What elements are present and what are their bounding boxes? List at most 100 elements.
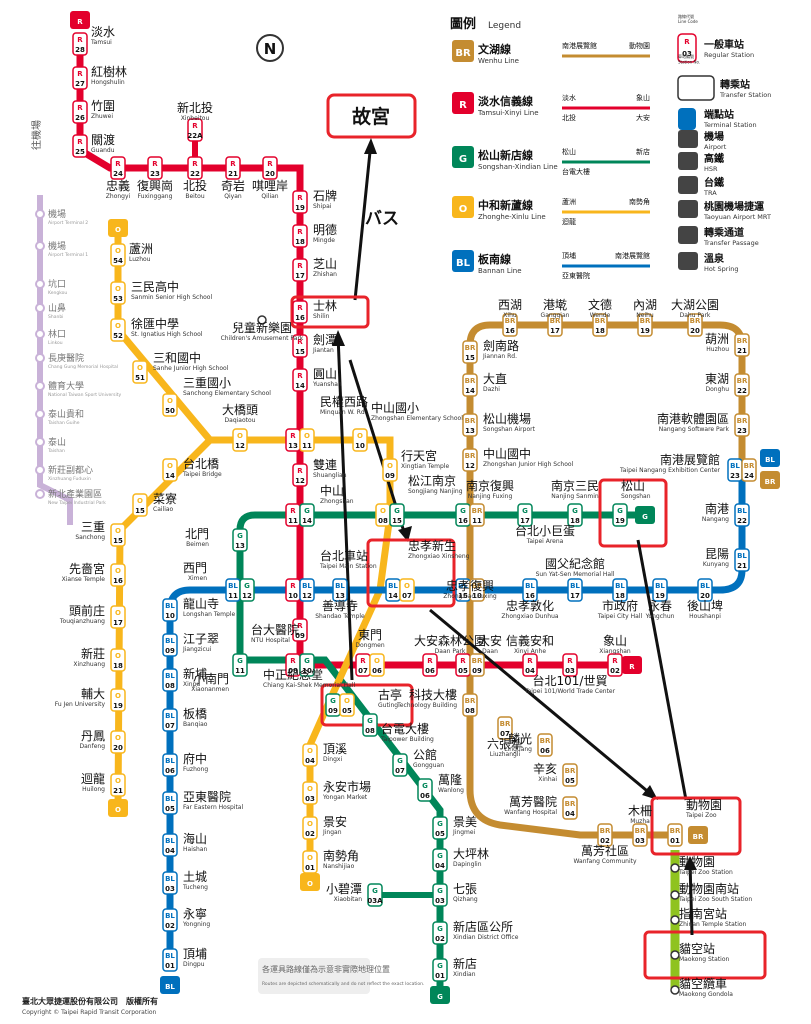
station-zoo[interactable]: BR01動物園Taipei Zoo — [667, 798, 722, 847]
station-qiyan[interactable]: R21奇岩Qiyan — [221, 156, 245, 200]
station-ckskmh[interactable]: R08G10中正紀念堂Chiang Kai-Shek Memorial Hall — [263, 653, 356, 689]
station-shipai[interactable]: R19石牌Shipai — [292, 189, 337, 214]
station-taipower[interactable]: G08台電大樓Taipower Building — [362, 713, 434, 743]
station-sanchong_es[interactable]: O50三重國小Sanchong Elementary School — [162, 376, 271, 417]
station-gangqian[interactable]: BR17港墘Gangqian — [541, 298, 570, 337]
airport-station[interactable]: 新北產業園區New Taipei Industrial Park — [35, 488, 106, 506]
station-songshanairport[interactable]: BR13松山機場Songshan Airport — [462, 411, 536, 437]
station-nangangex[interactable]: BL23BR24南港展覽館Taipei Nangang Exhibition C… — [619, 452, 757, 482]
station-guting[interactable]: G09O05古亭Guting — [325, 687, 402, 717]
station-longshan[interactable]: BL10龍山寺Longshan Temple — [162, 596, 235, 622]
station-touqian[interactable]: O17頭前庄Touqianzhuang — [59, 603, 126, 629]
station-liuzhangli[interactable]: BR07六張犁Liuzhangli — [487, 716, 523, 758]
station-qilian[interactable]: R20唭哩岸Qilian — [252, 156, 288, 200]
station-xinhai[interactable]: BR05辛亥Xinhai — [533, 762, 578, 787]
station-fujen[interactable]: O19輔大Fu Jen University — [55, 687, 126, 712]
station-danfeng[interactable]: O20丹鳳Danfeng — [79, 729, 126, 754]
airport-station[interactable]: 山鼻Shanbi — [35, 302, 66, 320]
station-dazhi[interactable]: BR14大直Dazhi — [462, 372, 507, 397]
station-sanchong[interactable]: O15三重Sanchong — [75, 520, 126, 547]
station-xinyianhe[interactable]: R04信義安和Xinyi Anhe — [506, 633, 554, 677]
station-wende[interactable]: BR18文德Wende — [588, 297, 612, 337]
station-beimen[interactable]: G13北門Beimen — [185, 527, 248, 552]
station-xuhui[interactable]: O52徐匯中學St. Ignatius High School — [110, 316, 203, 342]
station-guandu[interactable]: R25關渡Guandu — [72, 132, 115, 158]
station-xiaonanmen[interactable]: G11小南門Xiaonanmen — [191, 653, 248, 693]
station-maokonggondola[interactable]: 貓空纜車Maokong Gondola — [670, 977, 733, 998]
station-nanshijiao[interactable]: O01南勢角Nanshijiao — [302, 848, 359, 874]
station-xihu[interactable]: BR16西湖Xihu — [498, 297, 522, 337]
station-fareastern[interactable]: BL05亞東醫院Far Eastern Hospital — [162, 790, 243, 815]
station-jiangzicui[interactable]: BL09江子翠Jiangzicui — [162, 632, 219, 657]
station-zhishan[interactable]: R17芝山Zhishan — [292, 256, 337, 282]
station-maokong[interactable]: 貓空站Maokong Station — [670, 942, 730, 963]
station-sunyatsen[interactable]: BL17國父紀念館Sun Yat-Sen Memorial Hall — [536, 556, 615, 602]
station-banqiao[interactable]: BL07板橋Banqiao — [162, 707, 208, 732]
station-shilin[interactable]: R16士林Shilin — [292, 299, 337, 324]
airport-station[interactable]: 泰山Taishan — [35, 436, 66, 454]
station-zhongshan_jhs[interactable]: BR12中山國中Zhongshan Junior High School — [462, 446, 574, 472]
station-sanhe[interactable]: O51三和國中Sanhe Junior High School — [132, 350, 229, 384]
station-daanpark[interactable]: R06大安森林公園Daan Park — [414, 633, 486, 677]
station-technology[interactable]: BR08科技大樓Technology Building — [396, 687, 478, 717]
station-zhongxiaodunhua[interactable]: BL16忠孝敦化Zhongxiao Dunhua — [501, 578, 559, 620]
station-xinpu[interactable]: BL08新埔Xinpu — [162, 666, 207, 692]
station-shandao[interactable]: BL13善導寺Shandao Temple — [315, 578, 365, 620]
station-xingtian[interactable]: O09行天宮Xingtian Temple — [382, 448, 449, 482]
station-zhongyi[interactable]: R24忠義Zhongyi — [106, 156, 131, 200]
airport-station[interactable]: 坑口Kengkou — [35, 278, 67, 296]
station-wanfangcomm[interactable]: BR02萬芳社區Wanfang Community — [573, 823, 637, 865]
station-childrenpark[interactable]: 兒童新樂園Children's Amusement Park — [221, 315, 304, 342]
station-luzhou[interactable]: O54蘆洲Luzhou — [110, 242, 153, 267]
station-muzha[interactable]: BR03木柵Muzha — [628, 804, 652, 847]
station-daqiaotou[interactable]: O12大橋頭Daqiaotou — [222, 403, 258, 452]
station-zhuwei[interactable]: R26竹圍Zhuwei — [72, 99, 115, 124]
station-zhongxiaofuxing[interactable]: BL15BR10忠孝復興Zhongxiao Fuxing — [443, 578, 497, 602]
station-xindian[interactable]: G01新店Xindian — [432, 956, 477, 982]
station-nanjingsanmin[interactable]: G18南京三民Nanjing Sanmin — [551, 478, 599, 527]
station-dingxi[interactable]: O04頂溪Dingxi — [302, 742, 347, 767]
station-taipeibridge[interactable]: O14台北橋Taipei Bridge — [162, 456, 222, 482]
station-songjiang[interactable]: O08G15松江南京Songjiang Nanjing — [375, 473, 463, 527]
station-linguang[interactable]: BR06麟光Linguang — [504, 731, 553, 757]
station-haishan[interactable]: BL04海山Haishan — [162, 831, 207, 857]
station-yongchun[interactable]: BL19永春Yongchun — [645, 578, 675, 620]
station-zhongxiao[interactable]: BL14O07忠孝新生Zhongxiao Xinsheng — [385, 538, 470, 602]
station-xiangshan[interactable]: R02象山Xiangshan — [599, 634, 631, 677]
station-mingde[interactable]: R18明德Mingde — [292, 222, 337, 248]
station-yongning[interactable]: BL02永寧Yongning — [162, 906, 210, 932]
airport-station[interactable]: 機場Airport Terminal 1 — [35, 240, 88, 258]
airport-station[interactable]: 體育大學National Taiwan Sport University — [35, 380, 121, 398]
station-zhongshan[interactable]: R11G14中山Zhongshan — [285, 483, 354, 527]
station-xinzhuang[interactable]: O18新莊Xinzhuang — [73, 646, 126, 672]
station-gongguan[interactable]: G07公館Gongguan — [392, 747, 444, 777]
station-jingan[interactable]: O02景安Jingan — [302, 814, 347, 840]
station-xindianoffice[interactable]: G02新店區公所Xindian District Office — [432, 919, 519, 945]
station-ximen[interactable]: BL11G12西門Ximen — [183, 561, 255, 602]
station-gondola3[interactable]: 指南宮站Zhinan Temple Station — [670, 906, 747, 928]
airport-station[interactable]: 新莊副都心Xinzhuang Fuduxin — [35, 464, 93, 482]
airport-station[interactable]: 機場Airport Terminal 2 — [35, 208, 88, 226]
station-dahupark[interactable]: BR20大湖公園Dahu Park — [671, 297, 719, 337]
station-sanmin[interactable]: O53三民高中Sanmin Senior High School — [110, 279, 212, 305]
station-taipei101[interactable]: R03台北101/世貿Taipei 101/World Trade Center — [524, 653, 616, 695]
station-zhongshan_es[interactable]: O10中山國小Zhongshan Elementary School — [352, 400, 463, 452]
station-beitou[interactable]: R22北投Beitou — [183, 156, 207, 200]
station-jiantan[interactable]: R15劍潭Jiantan — [292, 332, 337, 358]
station-wanlong[interactable]: G06萬隆Wanlong — [417, 772, 464, 802]
station-gondola2[interactable]: 動物園南站Taipei Zoo South Station — [670, 881, 752, 903]
station-yongan[interactable]: O03永安市場Yongan Market — [302, 779, 371, 805]
station-daan[interactable]: R05BR09大安Daan — [455, 633, 502, 677]
station-qizhang[interactable]: G03七張Qizhang — [432, 882, 478, 907]
station-jiannan[interactable]: BR15劍南路Jiannan Rd. — [462, 338, 519, 364]
station-dingpu[interactable]: BL01頂埔Dingpu — [162, 947, 207, 972]
station-shuanglian[interactable]: R12雙連Shuanglian — [292, 458, 347, 487]
station-nanjingfuxing[interactable]: G16BR11南京復興Nanjing Fuxing — [455, 478, 514, 527]
station-taipeimain[interactable]: R10BL12台北車站Taipei Main Station — [285, 548, 377, 602]
station-xianse[interactable]: O16先嗇宮Xianse Temple — [62, 561, 126, 587]
station-nangangsoft[interactable]: BR23南港軟體園區Nangang Software Park — [657, 411, 750, 437]
station-xiaobitan[interactable]: G03A小碧潭Xiaobitan — [326, 882, 383, 907]
airport-station[interactable]: 林口Linkou — [35, 328, 66, 346]
station-huilong[interactable]: O21迴龍Huilong — [81, 771, 126, 797]
station-xinbeitou[interactable]: R22A新北投Xinbeitou — [177, 100, 213, 142]
